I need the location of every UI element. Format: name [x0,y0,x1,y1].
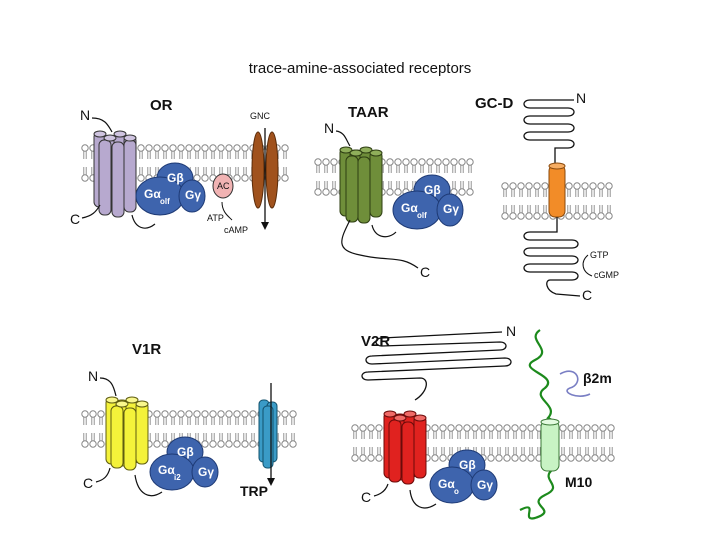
taar-c-terminus: C [420,264,430,280]
or-c-terminus: C [70,211,80,227]
or-camp: cAMP [224,225,248,235]
taar-g-alpha: Gα [401,201,418,215]
taar-label: TAAR [348,104,389,121]
v1r-g-gamma: Gγ [198,465,214,479]
taar-receptor [339,146,383,224]
v1r-g-alpha-sub: i2 [174,473,181,482]
or-g-protein: Gβ Gα olf Gγ [135,162,206,216]
or-ac-label: AC [217,181,230,191]
or-panel: OR N C Gβ Gα olf Gγ [70,97,279,235]
or-c-tail [81,204,101,219]
taar-g-gamma: Gγ [443,202,459,216]
page-title: trace-amine-associated receptors [248,60,472,77]
gcd-label: GC-D [475,95,513,112]
v1r-g-beta: Gβ [177,445,194,459]
gcd-n-terminus: N [576,90,586,106]
or-receptor [93,130,137,218]
or-atp: ATP [207,213,224,223]
v2r-g-beta: Gβ [459,458,476,472]
v2r-b2m-label: β2m [583,370,612,386]
or-g-alpha-sub: olf [160,197,170,206]
v2r-panel: V2R N C Gβ Gα o Gγ β2m [361,323,612,520]
taar-panel: TAAR N C Gβ Gα olf Gγ [324,104,464,280]
or-ac: AC [212,173,234,199]
v2r-g-protein: Gβ Gα o Gγ [429,449,498,504]
v2r-g-alpha: Gα [438,477,455,491]
gcd-gtp: GTP [590,250,609,260]
gcd-c-terminus: C [582,287,592,303]
v1r-receptor [105,396,149,471]
or-label: OR [150,97,173,114]
v2r-extracellular-domain [361,331,512,401]
gcd-extracellular-domain [523,99,575,165]
or-n-tail [91,117,113,133]
gcd-cgmp: cGMP [594,270,619,280]
or-gnc-channel [251,128,279,230]
v1r-label: V1R [132,341,161,358]
v1r-g-alpha: Gα [158,463,175,477]
or-g-beta: Gβ [167,171,184,185]
or-g-arrow [131,214,156,229]
v2r-b2m-chain [559,370,591,397]
v2r-mhc-chain [528,329,553,421]
v1r-trp-channel [258,383,278,486]
taar-n-terminus: N [324,120,334,136]
v2r-g-gamma: Gγ [477,478,493,492]
taar-g-protein: Gβ Gα olf Gγ [392,174,464,230]
taar-g-alpha-sub: olf [417,211,427,220]
v2r-m10-label: M10 [565,474,592,490]
v2r-mhc-tail [519,469,554,520]
v2r-n-terminus: N [506,323,516,339]
v2r-m10 [540,418,560,472]
v1r-trp-label: TRP [240,483,268,499]
v1r-c-terminus: C [83,475,93,491]
v2r-receptor [383,410,427,485]
v1r-g-protein: Gβ Gα i2 Gγ [149,436,219,491]
gcd-tm-helix [548,162,566,218]
gcd-intracellular-domain [523,217,581,297]
or-g-alpha: Gα [144,187,161,201]
or-n-terminus: N [80,107,90,123]
or-gnc: GNC [250,111,271,121]
v1r-n-terminus: N [88,368,98,384]
or-g-gamma: Gγ [185,188,201,202]
taar-g-beta: Gβ [424,183,441,197]
gcd-panel: GC-D N GTP cGMP C [475,90,619,303]
v2r-g-alpha-sub: o [454,487,459,496]
v2r-c-terminus: C [361,489,371,505]
v1r-panel: V1R N C Gβ Gα i2 Gγ [83,341,278,499]
